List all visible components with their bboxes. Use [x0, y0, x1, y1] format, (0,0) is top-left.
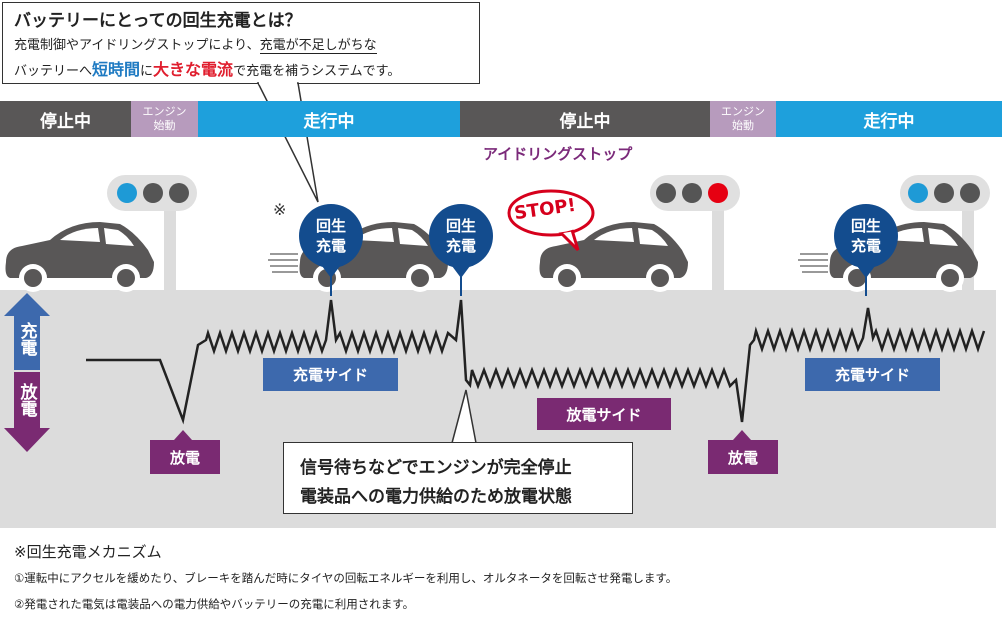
note-pointer	[451, 389, 477, 444]
discharge-arrow	[4, 372, 50, 452]
traffic-light-blue-1	[107, 175, 197, 292]
mechanism-item-2: ②発電された電気は電装品への電力供給やバッテリーの充電に利用されます。	[14, 597, 415, 611]
asterisk-mark: ※	[273, 200, 287, 219]
tag-pointer-discharge-right	[733, 430, 751, 440]
tag-charge-side-right: 充電サイド	[805, 358, 940, 391]
phase-engine-start-1-l2: 始動	[153, 119, 176, 132]
engine-stop-note	[283, 442, 633, 514]
callout-line-1: 充電制御やアイドリングストップにより、充電が不足しがちな	[14, 34, 377, 54]
stop-speech-bubble	[507, 189, 595, 252]
regen-pin-2	[429, 204, 493, 296]
phase-engine-start-1-l1: エンジン	[142, 105, 187, 118]
regen-pin-3	[834, 204, 898, 296]
axis-charge-label: 充電	[16, 322, 37, 356]
phase-driving-1: 走行中	[198, 101, 460, 137]
callout-line-1a: 充電制御やアイドリングストップにより、	[14, 38, 260, 53]
callout-highlight-large-current: 大きな電流	[153, 60, 234, 79]
mechanism-title: ※回生充電メカニズム	[14, 543, 162, 561]
callout-line-2: バッテリーへ短時間に大きな電流で充電を補うシステムです。	[14, 56, 400, 80]
engine-stop-note-line-2: 電装品への電力供給のため放電状態	[300, 487, 572, 507]
car-icon-3	[539, 222, 688, 292]
idling-stop-label: アイドリングストップ	[483, 145, 633, 163]
phase-engine-start-1: エンジン始動	[131, 101, 198, 137]
battery-current-waveform	[86, 299, 986, 425]
phase-driving-2: 走行中	[776, 101, 1002, 137]
axis-discharge-label: 放電	[16, 383, 37, 417]
tag-discharge-left: 放電	[150, 440, 220, 474]
callout-line-2a: バッテリーへ	[14, 64, 93, 79]
charge-arrow	[4, 293, 50, 370]
phase-engine-start-2-l2: 始動	[732, 119, 754, 132]
callout-title: バッテリーにとっての回生充電とは？	[14, 11, 302, 31]
callout-line-2c: に	[140, 64, 154, 79]
callout-highlight-short-time: 短時間	[92, 60, 141, 79]
phase-engine-start-2: エンジン始動	[710, 101, 776, 137]
regen-pin-1-text: 回生 充電	[307, 216, 355, 256]
tag-pointer-discharge-left	[174, 430, 192, 440]
callout-line-2e: で充電を補うシステムです。	[233, 64, 401, 79]
traffic-light-red	[650, 175, 740, 292]
regen-pin-3-l1: 回生	[850, 217, 881, 235]
tag-charge-side-left: 充電サイド	[263, 358, 398, 391]
regen-pin-1-l1: 回生	[315, 217, 346, 235]
regen-pin-1	[299, 204, 363, 296]
regen-pin-3-l2: 充電	[850, 237, 881, 255]
regen-pin-2-l2: 充電	[445, 237, 476, 255]
phase-stopped-2: 停止中	[460, 101, 710, 137]
regen-pin-1-l2: 充電	[315, 237, 346, 255]
regen-pin-2-text: 回生 充電	[437, 216, 485, 256]
explanation-callout	[2, 2, 480, 84]
regen-pin-3-text: 回生 充電	[842, 216, 890, 256]
phase-stopped-1: 停止中	[0, 101, 131, 137]
tag-discharge-side: 放電サイド	[537, 398, 671, 430]
car-icon-1	[5, 222, 154, 292]
phase-engine-start-2-l1: エンジン	[721, 105, 765, 118]
mechanism-item-1: ①運転中にアクセルを緩めたり、ブレーキを踏んだ時にタイヤの回転エネルギーを利用し…	[14, 571, 678, 585]
regen-pin-2-l1: 回生	[445, 217, 476, 235]
engine-stop-note-line-1: 信号待ちなどでエンジンが完全停止	[300, 458, 572, 478]
tag-discharge-right: 放電	[708, 440, 778, 474]
callout-line-1b: 充電が不足しがちな	[259, 38, 377, 54]
